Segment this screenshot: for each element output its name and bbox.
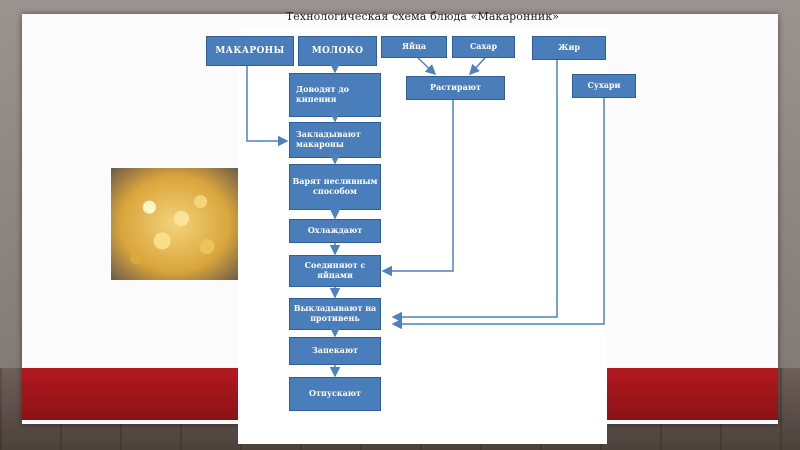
- arrow-makarony-zakladyvayut: [247, 66, 287, 141]
- arrow-zhir-vykladyvayut: [393, 60, 557, 317]
- arrow-suhari-vykladyvayut: [393, 98, 604, 324]
- arrow-rastirayut-soedinyayut: [383, 100, 453, 271]
- arrow-yaitsa-rastirayut: [418, 58, 435, 74]
- arrow-sahar-rastirayut: [470, 58, 485, 74]
